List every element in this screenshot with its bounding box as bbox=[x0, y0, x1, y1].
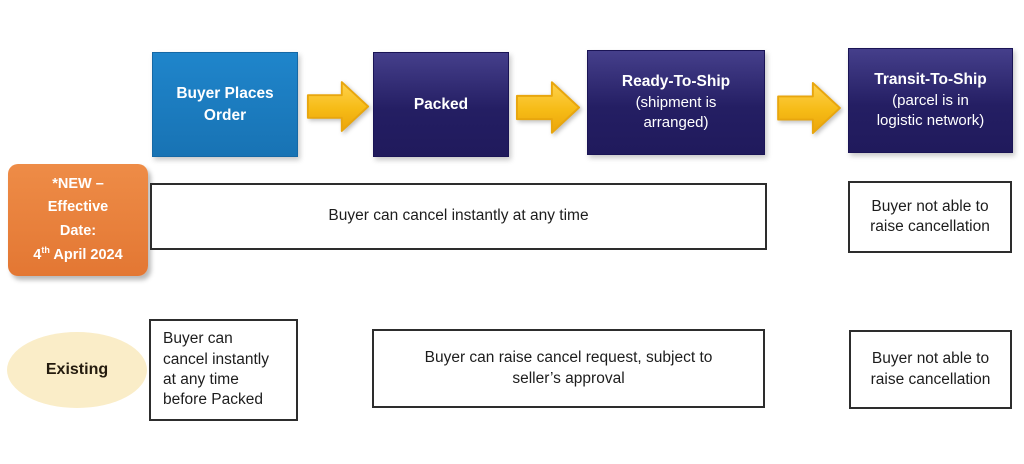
note-text: Buyer can cancel instantly at any time bbox=[328, 207, 589, 225]
existing-right-note: Buyer not able to raise cancellation bbox=[849, 330, 1012, 409]
note-text: at any time bbox=[163, 371, 239, 388]
stage-subtitle: (parcel is in bbox=[892, 92, 969, 110]
stage-title: Packed bbox=[413, 95, 469, 113]
flow-arrow-icon bbox=[777, 81, 841, 135]
note-text: Buyer can raise cancel request, subject … bbox=[424, 349, 713, 367]
flow-arrow-icon bbox=[515, 81, 581, 134]
stage-title: Buyer Places bbox=[176, 84, 274, 102]
stage-transit-to-ship: Transit-To-Ship (parcel is in logistic n… bbox=[848, 48, 1013, 153]
badge-line: *NEW – bbox=[52, 176, 104, 193]
stage-title: Order bbox=[203, 106, 247, 124]
stage-title: Transit-To-Ship bbox=[874, 71, 987, 89]
stage-ready-to-ship: Ready-To-Ship (shipment is arranged) bbox=[587, 50, 765, 155]
stage-buyer-places-order: Buyer Places Order bbox=[152, 52, 298, 157]
stage-subtitle: (shipment is bbox=[635, 94, 717, 112]
note-text: raise cancellation bbox=[870, 218, 990, 235]
note-text: Buyer not able to bbox=[871, 197, 989, 215]
new-policy-wide-note: Buyer can cancel instantly at any time bbox=[150, 183, 767, 250]
badge-line: Effective bbox=[47, 199, 109, 216]
new-policy-right-note: Buyer not able to raise cancellation bbox=[848, 181, 1012, 253]
note-text: Buyer can bbox=[163, 330, 233, 348]
note-text: before Packed bbox=[163, 391, 263, 409]
flow-arrow-icon bbox=[306, 81, 370, 132]
stage-subtitle: logistic network) bbox=[876, 112, 985, 130]
badge-line: Date: bbox=[59, 222, 97, 239]
existing-left-note: Buyer can cancel instantly at any time b… bbox=[149, 319, 298, 421]
badge-date: 4th April 2024 bbox=[33, 244, 123, 263]
note-text: seller’s approval bbox=[512, 369, 625, 387]
existing-middle-note: Buyer can raise cancel request, subject … bbox=[372, 329, 765, 408]
note-text: raise cancellation bbox=[870, 370, 991, 388]
existing-policy-badge: Existing bbox=[7, 332, 147, 408]
ordinal-superscript: th bbox=[41, 244, 50, 255]
new-policy-badge: *NEW – Effective Date: 4th April 2024 bbox=[8, 164, 148, 276]
stage-packed: Packed bbox=[373, 52, 509, 157]
badge-label: Existing bbox=[45, 361, 109, 378]
stage-subtitle: arranged) bbox=[643, 114, 709, 132]
stage-title: Ready-To-Ship bbox=[621, 73, 731, 91]
note-text: Buyer not able to bbox=[871, 350, 990, 368]
note-text: cancel instantly bbox=[163, 350, 269, 368]
